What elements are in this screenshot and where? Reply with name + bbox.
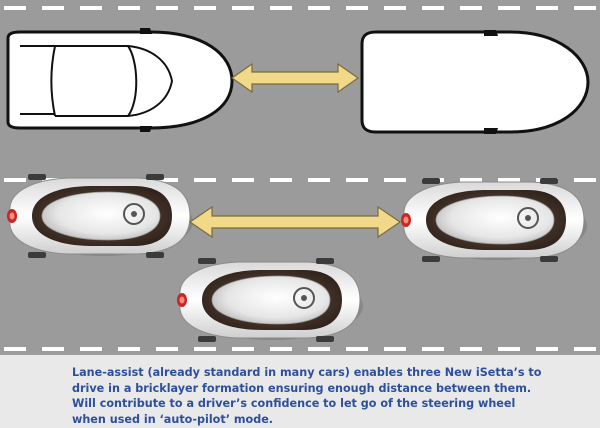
distance-arrow-bottom [188, 205, 402, 239]
lane-dash [384, 347, 406, 351]
lane-dash [498, 347, 520, 351]
lane-dash [498, 6, 520, 10]
lane-dash [4, 178, 26, 182]
lane-dash [270, 6, 292, 10]
lane-dash [422, 6, 444, 10]
conventional-car-rear [6, 28, 234, 132]
lane-dash [42, 6, 64, 10]
isetta-car-right [400, 177, 588, 263]
lane-dash [346, 347, 368, 351]
distance-arrow-top [230, 62, 360, 94]
lane-dash [536, 347, 558, 351]
lane-dash [194, 347, 216, 351]
lane-dash [308, 347, 330, 351]
lane-dash [4, 347, 26, 351]
lane-dash [498, 178, 520, 182]
lane-dash [194, 178, 216, 182]
caption-text: Lane-assist (already standard in many ca… [72, 366, 542, 426]
lane-dash [460, 6, 482, 10]
lane-dash [574, 6, 596, 10]
lane-dash [384, 6, 406, 10]
lane-dash [574, 347, 596, 351]
isetta-car-left [6, 173, 194, 259]
lane-dash [536, 6, 558, 10]
lane-dash [80, 6, 102, 10]
lane-dash [194, 6, 216, 10]
caption-panel [0, 355, 600, 428]
lane-dash [42, 347, 64, 351]
lane-dash [384, 178, 406, 182]
lane-dash [232, 347, 254, 351]
lane-dash [270, 178, 292, 182]
lane-dash [232, 6, 254, 10]
lane-dash [156, 347, 178, 351]
lane-dash [308, 6, 330, 10]
lane-dash [422, 347, 444, 351]
lane-dash [4, 6, 26, 10]
lane-dash [118, 347, 140, 351]
lane-markings-bottom [4, 347, 596, 351]
lane-dash [80, 347, 102, 351]
lane-dash [270, 347, 292, 351]
lane-dash [232, 178, 254, 182]
lane-dash [308, 178, 330, 182]
lane-dash [346, 6, 368, 10]
lane-dash [156, 178, 178, 182]
lane-dash [156, 6, 178, 10]
lane-dash [346, 178, 368, 182]
lane-dash [574, 178, 596, 182]
isetta-car-center [176, 257, 364, 343]
conventional-car-front [360, 30, 590, 134]
lane-dash [118, 6, 140, 10]
lane-markings-top [4, 6, 596, 10]
lane-dash [460, 347, 482, 351]
lane-dash [460, 178, 482, 182]
